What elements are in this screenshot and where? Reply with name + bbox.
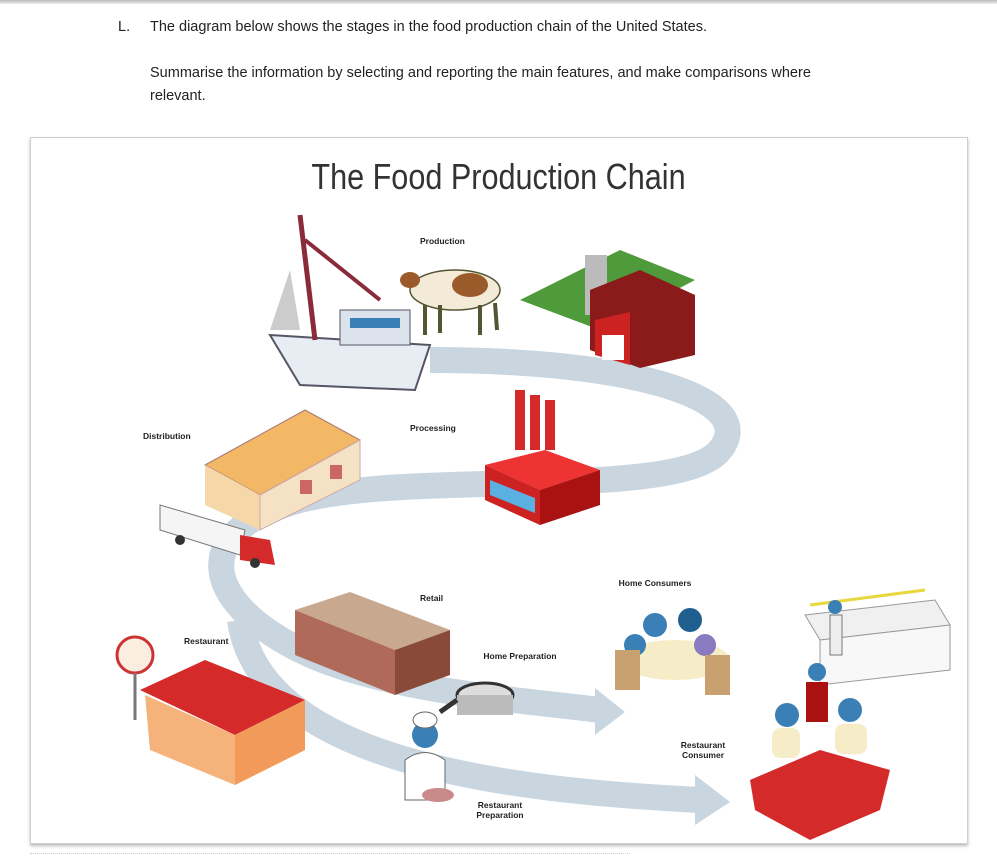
- question-number: L.: [118, 19, 131, 35]
- truck-icon: [159, 504, 275, 568]
- label-processing: Processing: [410, 423, 456, 433]
- retail-store-icon: [295, 592, 450, 695]
- label-home-preparation: Home Preparation: [483, 651, 557, 661]
- buffet-counter-icon: [804, 588, 951, 686]
- restaurant-building-icon: [115, 635, 305, 785]
- label-production: Production: [420, 236, 465, 246]
- home-consumers-icon: [615, 608, 730, 695]
- label-home-consumers: Home Consumers: [618, 578, 692, 588]
- label-distribution: Distribution: [143, 431, 191, 441]
- question-instruction: Summarise the information by selecting a…: [150, 65, 811, 104]
- fishing-boat-icon: [268, 214, 432, 392]
- chef-icon: [404, 711, 454, 802]
- factory-icon: [485, 390, 600, 525]
- farm-barn-icon: [520, 250, 695, 368]
- arrow-head-restaurant: [695, 775, 730, 825]
- label-restaurant-preparation: Restaurant Preparation: [476, 800, 524, 820]
- diagram-title: The Food Production Chain: [311, 156, 686, 197]
- restaurant-consumer-icon: [750, 663, 890, 840]
- label-restaurant: Restaurant: [184, 636, 229, 646]
- question-text: The diagram below shows the stages in th…: [150, 19, 707, 35]
- warehouse-icon: [203, 409, 362, 531]
- cow-icon: [400, 269, 501, 335]
- cooking-pot-icon: [438, 681, 515, 715]
- flow-path-branch: [227, 617, 701, 813]
- arrow-head-home: [595, 688, 625, 735]
- label-retail: Retail: [420, 593, 444, 603]
- page-top-edge: [0, 0, 997, 4]
- page-bottom-rule: [30, 853, 630, 855]
- label-restaurant-consumer: Restaurant Consumer: [680, 740, 726, 760]
